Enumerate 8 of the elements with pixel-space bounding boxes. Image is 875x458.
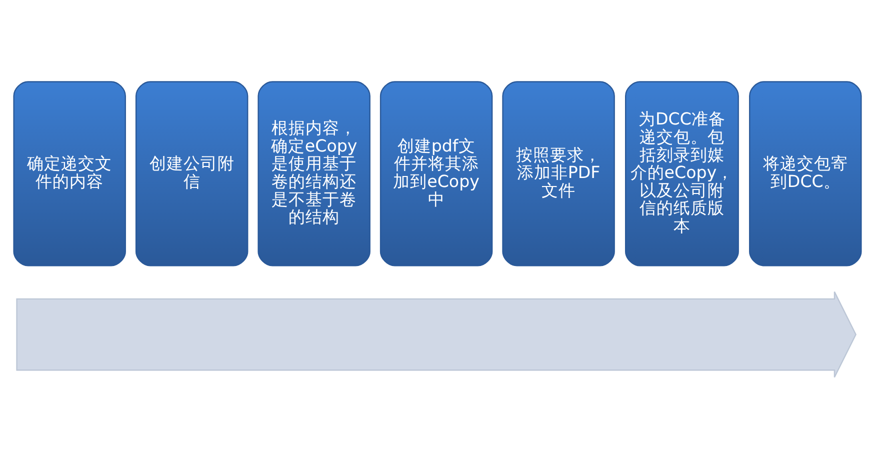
node-box: 为DCC准备递交包。包括刻录到媒介的eCopy，以及公司附信的纸质版本 (625, 80, 739, 266)
node-box: 创建公司附信 (135, 80, 248, 266)
node-box: 按照要求，添加非PDF文件 (502, 80, 615, 266)
node-box: 确定递交文件的内容 (13, 80, 126, 266)
node-arrow (16, 290, 856, 378)
node-box: 将递交包寄到DCC。 (749, 80, 862, 266)
node-box: 创建pdf文件并将其添加到eCopy中 (380, 80, 493, 266)
node-box: 根据内容，确定eCopy是使用基于卷的结构还是不基于卷的结构 (258, 80, 370, 266)
